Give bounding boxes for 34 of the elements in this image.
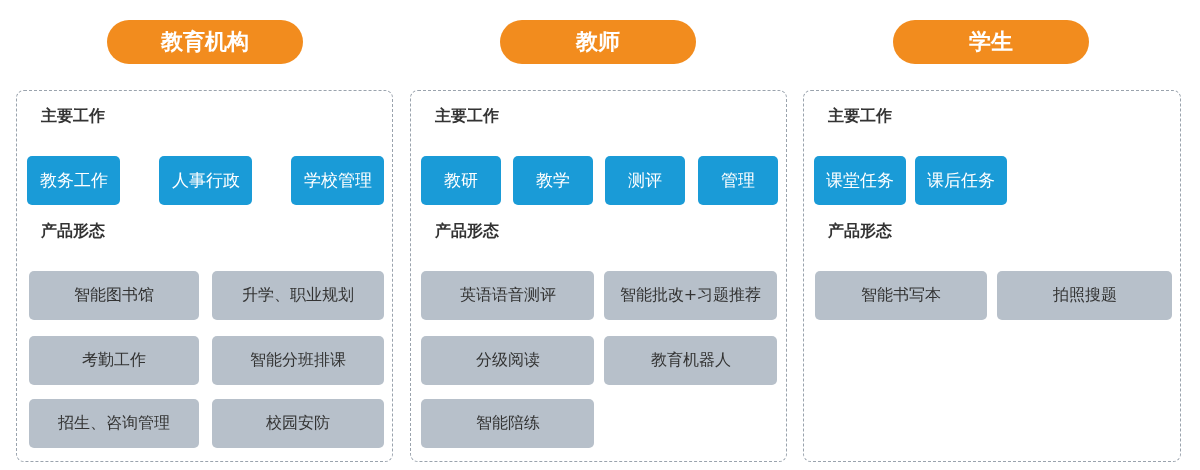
task-box: 教学 — [513, 156, 593, 205]
product-box: 考勤工作 — [29, 336, 199, 385]
panel — [16, 90, 393, 462]
product-box: 分级阅读 — [421, 336, 594, 385]
task-box: 课后任务 — [915, 156, 1007, 205]
group-title: 学生 — [893, 20, 1089, 64]
task-box: 测评 — [605, 156, 685, 205]
task-box: 教研 — [421, 156, 501, 205]
product-box: 教育机器人 — [604, 336, 777, 385]
group-title: 教师 — [500, 20, 696, 64]
section-heading: 产品形态 — [828, 222, 892, 241]
product-box: 智能陪练 — [421, 399, 594, 448]
product-box: 招生、咨询管理 — [29, 399, 199, 448]
product-box: 英语语音测评 — [421, 271, 594, 320]
task-box: 学校管理 — [291, 156, 384, 205]
task-box: 人事行政 — [159, 156, 252, 205]
section-heading: 产品形态 — [41, 222, 105, 241]
task-box: 管理 — [698, 156, 778, 205]
section-heading: 主要工作 — [41, 107, 105, 126]
product-box: 校园安防 — [212, 399, 384, 448]
product-box: 智能书写本 — [815, 271, 987, 320]
task-box: 教务工作 — [27, 156, 120, 205]
section-heading: 主要工作 — [828, 107, 892, 126]
group-title: 教育机构 — [107, 20, 303, 64]
section-heading: 主要工作 — [435, 107, 499, 126]
task-box: 课堂任务 — [814, 156, 906, 205]
product-box: 智能批改+习题推荐 — [604, 271, 777, 320]
section-heading: 产品形态 — [435, 222, 499, 241]
product-box: 升学、职业规划 — [212, 271, 384, 320]
product-box: 智能图书馆 — [29, 271, 199, 320]
panel — [410, 90, 787, 462]
panel — [803, 90, 1181, 462]
product-box: 拍照搜题 — [997, 271, 1172, 320]
product-box: 智能分班排课 — [212, 336, 384, 385]
